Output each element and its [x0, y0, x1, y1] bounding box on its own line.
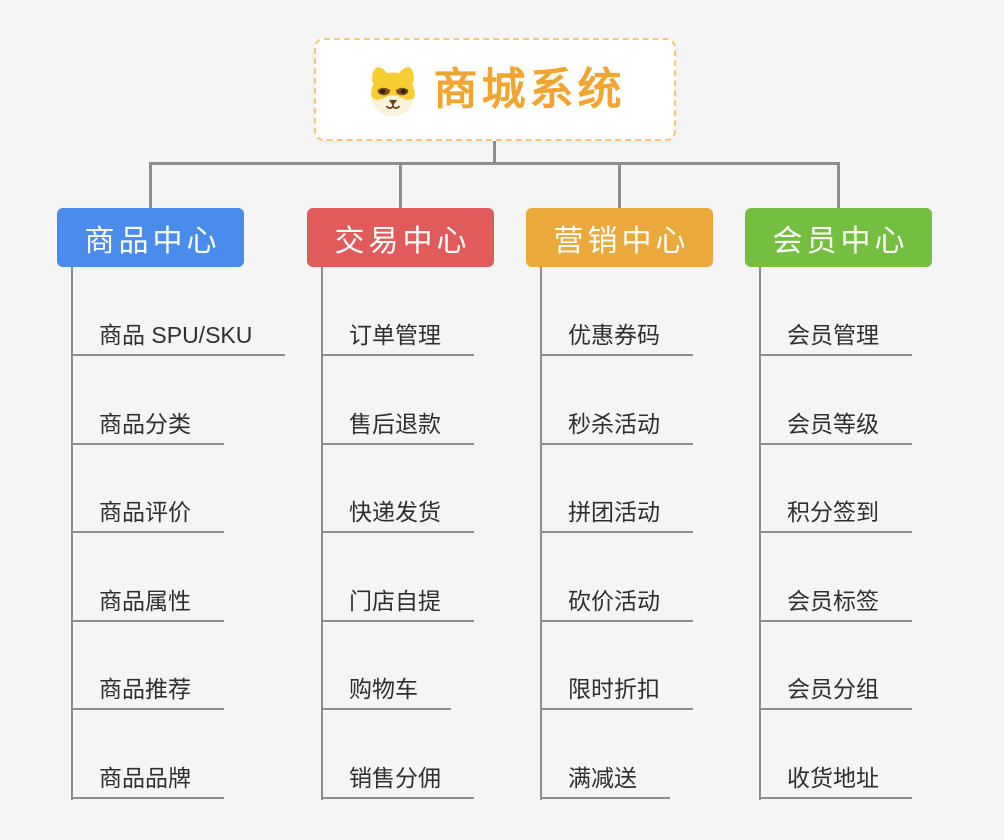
leaf-node[interactable]: 售后退款 [321, 405, 474, 445]
branch-node-trade-center[interactable]: 交易中心 [307, 208, 494, 267]
leaf-node[interactable]: 会员等级 [759, 405, 912, 445]
drop-connector-trade [399, 162, 402, 208]
leaf-node[interactable]: 门店自提 [321, 582, 474, 622]
branch-children-trade-center: 订单管理 售后退款 快递发货 门店自提 购物车 销售分佣 [321, 267, 561, 802]
leaf-node[interactable]: 商品评价 [71, 493, 224, 533]
leaf-node[interactable]: 快递发货 [321, 493, 474, 533]
drop-connector-marketing [618, 162, 621, 208]
leaf-node[interactable]: 商品属性 [71, 582, 224, 622]
branch-node-member-center[interactable]: 会员中心 [745, 208, 932, 267]
branch-children-member-center: 会员管理 会员等级 积分签到 会员标签 会员分组 收货地址 [759, 267, 999, 802]
leaf-node[interactable]: 拼团活动 [540, 493, 693, 533]
branch-children-product-center: 商品 SPU/SKU 商品分类 商品评价 商品属性 商品推荐 商品品牌 [71, 267, 311, 802]
column-spine-connector [71, 267, 73, 800]
leaf-node[interactable]: 商品品牌 [71, 759, 224, 799]
dog-face-icon [370, 66, 415, 116]
root-stem-connector [493, 141, 496, 163]
leaf-node[interactable]: 商品推荐 [71, 670, 224, 710]
branch-label: 交易中心 [334, 224, 471, 258]
branch-node-marketing-center[interactable]: 营销中心 [526, 208, 713, 267]
leaf-node[interactable]: 商品分类 [71, 405, 224, 445]
leaf-node[interactable]: 满减送 [540, 759, 670, 799]
column-spine-connector [759, 267, 761, 800]
branch-label: 商品中心 [84, 224, 221, 258]
drop-connector-members [837, 162, 840, 208]
drop-connector-products [149, 162, 152, 208]
leaf-node[interactable]: 积分签到 [759, 493, 912, 533]
leaf-node[interactable]: 砍价活动 [540, 582, 693, 622]
column-spine-connector [321, 267, 323, 800]
leaf-node[interactable]: 优惠券码 [540, 316, 693, 356]
root-node-mall-system[interactable]: 商城系统 [314, 38, 676, 141]
branch-node-product-center[interactable]: 商品中心 [57, 208, 244, 267]
leaf-node[interactable]: 销售分佣 [321, 759, 474, 799]
branch-bus-connector [149, 162, 840, 165]
leaf-node[interactable]: 会员管理 [759, 316, 912, 356]
root-node-title: 商城系统 [433, 64, 626, 114]
branch-label: 营销中心 [553, 224, 690, 258]
branch-children-marketing-center: 优惠券码 秒杀活动 拼团活动 砍价活动 限时折扣 满减送 [540, 267, 780, 802]
branch-label: 会员中心 [772, 224, 909, 258]
leaf-node[interactable]: 购物车 [321, 670, 451, 710]
leaf-node[interactable]: 会员分组 [759, 670, 912, 710]
leaf-node[interactable]: 收货地址 [759, 759, 912, 799]
leaf-node[interactable]: 限时折扣 [540, 670, 693, 710]
leaf-node[interactable]: 会员标签 [759, 582, 912, 622]
leaf-node[interactable]: 订单管理 [321, 316, 474, 356]
leaf-node[interactable]: 秒杀活动 [540, 405, 693, 445]
leaf-node[interactable]: 商品 SPU/SKU [71, 316, 286, 356]
column-spine-connector [540, 267, 542, 800]
